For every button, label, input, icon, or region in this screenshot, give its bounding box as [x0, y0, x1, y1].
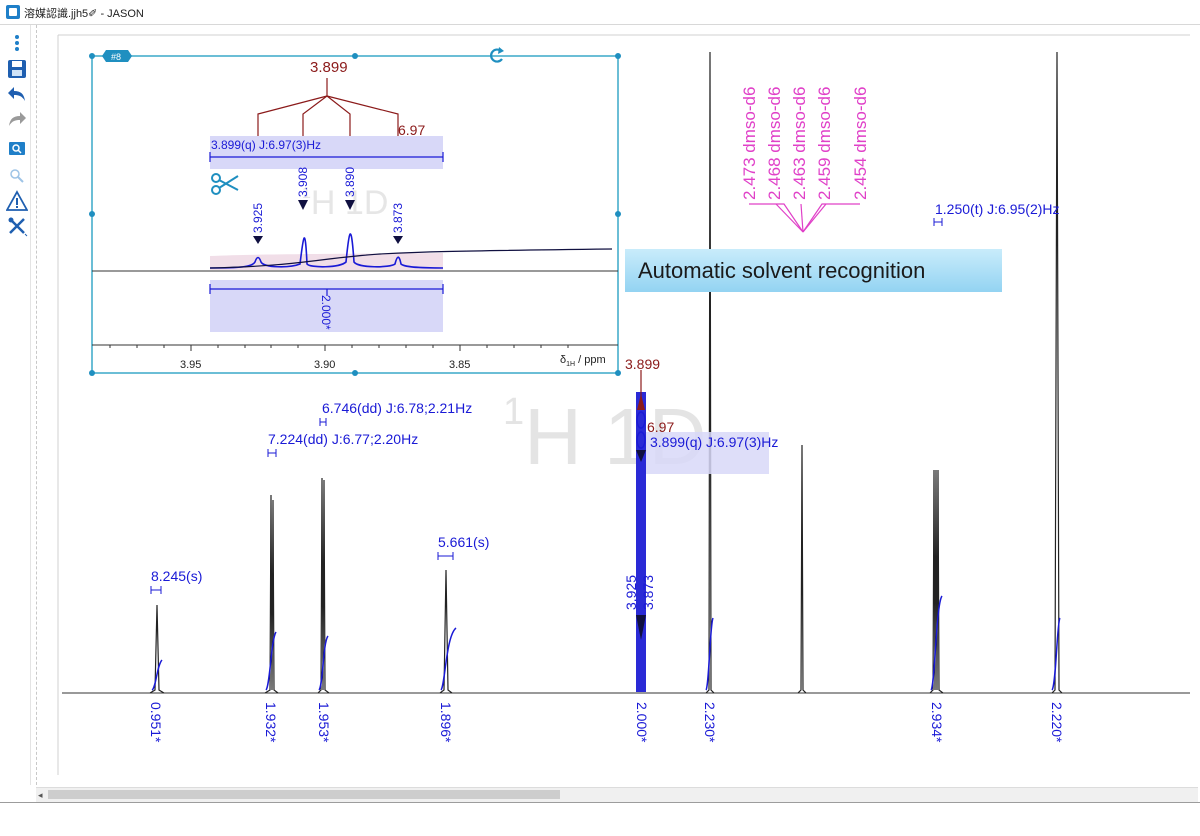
svg-text:2.454 dmso-d6: 2.454 dmso-d6 [851, 87, 870, 200]
window-title: 溶媒認識.jjh5✐ - JASON [24, 8, 144, 20]
peak-label-7224[interactable]: 7.224(dd) J:6.77;2.20Hz [268, 431, 418, 447]
svg-text:3.925: 3.925 [251, 203, 265, 233]
more-icon[interactable] [6, 33, 28, 55]
inset-badge[interactable]: #8 [102, 50, 132, 62]
tools-icon[interactable] [6, 215, 28, 237]
svg-text:2.468 dmso-d6: 2.468 dmso-d6 [765, 87, 784, 200]
svg-text:2.000*: 2.000* [634, 702, 650, 743]
peak-label-1250[interactable]: 1.250(t) J:6.95(2)Hz [935, 201, 1060, 217]
integral-curves [151, 595, 1061, 691]
svg-text:2.473 dmso-d6: 2.473 dmso-d6 [740, 87, 759, 200]
svg-text:3.925: 3.925 [623, 575, 639, 610]
rotate-icon[interactable] [490, 47, 504, 63]
inset-multiplet-label[interactable]: 3.899(q) J:6.97(3)Hz [211, 138, 321, 152]
spectrum-canvas[interactable] [36, 25, 1199, 785]
scissors-icon[interactable] [211, 173, 239, 195]
scroll-left-arrow[interactable]: ◂ [38, 790, 43, 800]
solvent-labels: 2.473 dmso-d6 2.468 dmso-d6 2.463 dmso-d… [740, 87, 870, 200]
peak-8245 [149, 604, 165, 694]
redo-icon[interactable] [6, 108, 28, 130]
main-tree-coupling: 6.97 [647, 419, 674, 435]
inset-tree-center: 3.899 [310, 59, 348, 76]
quartet-region: 3.925 3.873 [623, 370, 769, 692]
inset-integral-label: 2.000* [319, 295, 333, 330]
peak-7224 [264, 494, 279, 694]
svg-text:3.908: 3.908 [296, 167, 310, 197]
svg-text:2.934*: 2.934* [929, 702, 945, 743]
svg-text:1.932*: 1.932* [263, 702, 279, 743]
solvent-recognition-banner: Automatic solvent recognition [625, 249, 1002, 292]
svg-text:2.459 dmso-d6: 2.459 dmso-d6 [815, 87, 834, 200]
svg-text:3.90: 3.90 [314, 359, 335, 371]
svg-text:#8: #8 [111, 52, 121, 62]
search-icon[interactable] [6, 165, 28, 187]
title-bar: 溶媒認識.jjh5✐ - JASON [0, 0, 1200, 25]
inset-quartet [209, 233, 444, 269]
undo-icon[interactable] [6, 83, 28, 105]
inset-panel[interactable]: #8 1H 1D 3.899 6.97 3.899(q) J:6.97(3)Hz [89, 47, 621, 376]
inset-tree-coupling: 6.97 [398, 122, 425, 138]
svg-text:3.890: 3.890 [343, 167, 357, 197]
svg-text:2.463 dmso-d6: 2.463 dmso-d6 [790, 87, 809, 200]
inset-multiplet-box [210, 136, 443, 169]
peak-label-3899[interactable]: 3.899(q) J:6.97(3)Hz [650, 434, 778, 450]
svg-text:2.230*: 2.230* [702, 702, 718, 743]
inset-multiplet-tree [257, 78, 399, 136]
solvent-connectors [749, 203, 860, 233]
left-toolbar [0, 25, 31, 785]
main-tree-center: 3.899 [625, 356, 660, 372]
svg-text:0.951*: 0.951* [148, 702, 164, 743]
inset-axis-ticks: 3.95 3.90 3.85 [180, 359, 470, 371]
status-bar [0, 802, 1200, 836]
peak-water [797, 444, 807, 694]
save-icon[interactable] [6, 58, 28, 80]
peak-5661 [439, 569, 453, 694]
integral-labels: 0.951* 1.932* 1.953* 1.896* 2.000* 2.230… [148, 702, 1065, 743]
svg-text:1.896*: 1.896* [438, 702, 454, 743]
svg-text:1.953*: 1.953* [316, 702, 332, 743]
peak-label-5661[interactable]: 5.661(s) [438, 534, 489, 550]
inset-axis-label: δ1H / ppm [560, 354, 606, 368]
peak-label-6746[interactable]: 6.746(dd) J:6.78;2.21Hz [322, 400, 472, 416]
svg-text:3.95: 3.95 [180, 359, 201, 371]
horizontal-scrollbar[interactable]: ◂ [36, 787, 1198, 802]
svg-text:3.85: 3.85 [449, 359, 470, 371]
warning-icon[interactable] [6, 190, 28, 212]
svg-text:2.220*: 2.220* [1049, 702, 1065, 743]
spectrum-peaks [149, 51, 1063, 694]
zoom-icon[interactable] [6, 138, 28, 160]
peak-1250 [929, 469, 944, 694]
peak-tms [1051, 51, 1063, 694]
scrollbar-thumb[interactable] [48, 790, 560, 799]
svg-text:3.873: 3.873 [391, 203, 405, 233]
peak-dmso [705, 51, 715, 694]
svg-text:3.873: 3.873 [640, 575, 656, 610]
app-icon [6, 5, 20, 19]
peak-6746 [317, 477, 330, 694]
peak-label-8245[interactable]: 8.245(s) [151, 568, 202, 584]
inset-peak-labels: 3.925 3.908 3.890 3.873 [251, 167, 405, 233]
